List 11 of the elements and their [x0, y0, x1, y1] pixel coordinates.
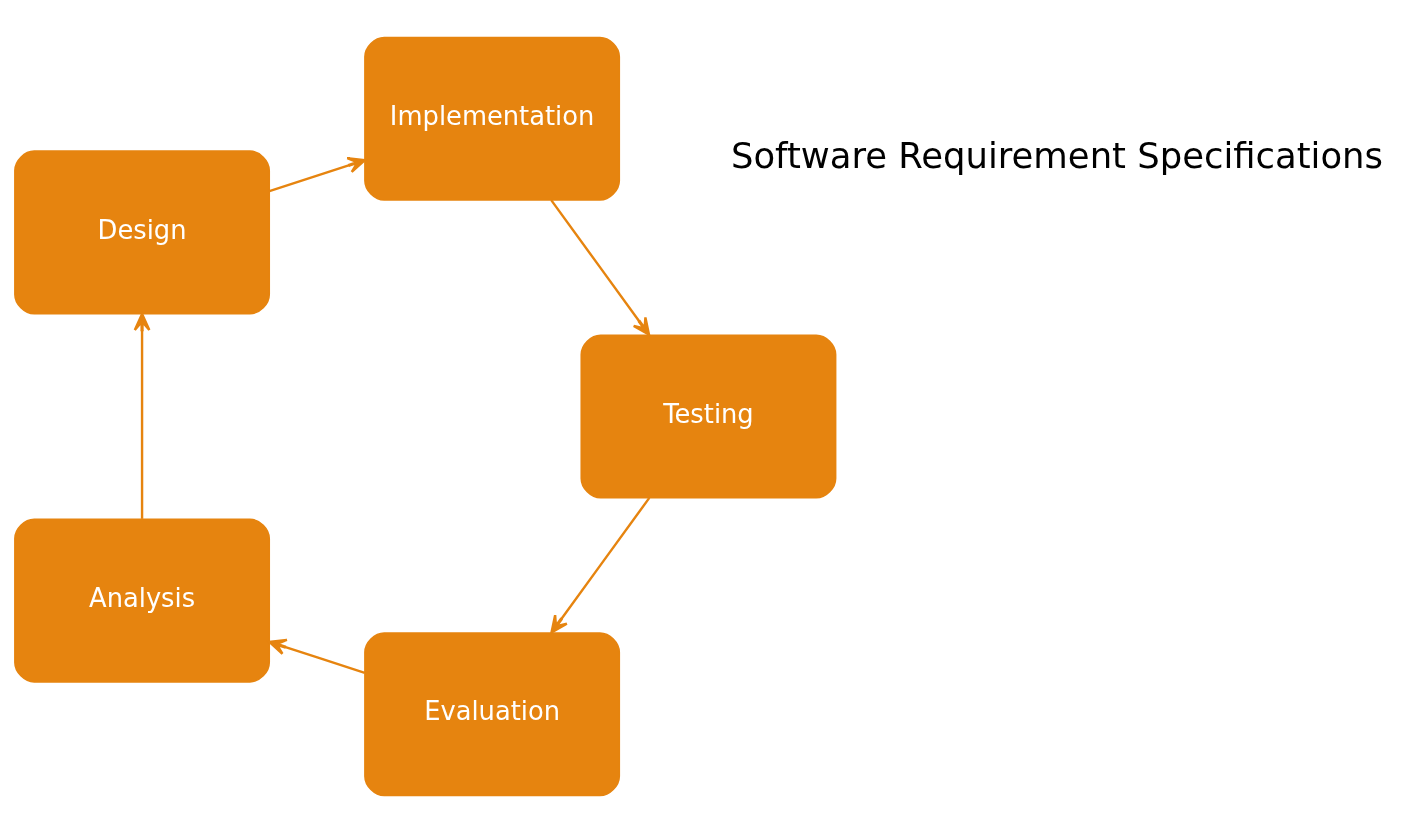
arrow — [268, 638, 366, 675]
node-box: Design — [14, 150, 271, 315]
node-box: Testing — [580, 334, 837, 499]
arrow — [269, 156, 367, 193]
arrow — [133, 312, 151, 519]
node-box: Implementation — [364, 36, 621, 201]
node-box: Evaluation — [364, 632, 621, 797]
label: Software Requirement Specifications — [730, 134, 1384, 176]
arrow — [550, 497, 651, 634]
arrow — [550, 199, 651, 336]
node-box: Analysis — [14, 518, 271, 683]
